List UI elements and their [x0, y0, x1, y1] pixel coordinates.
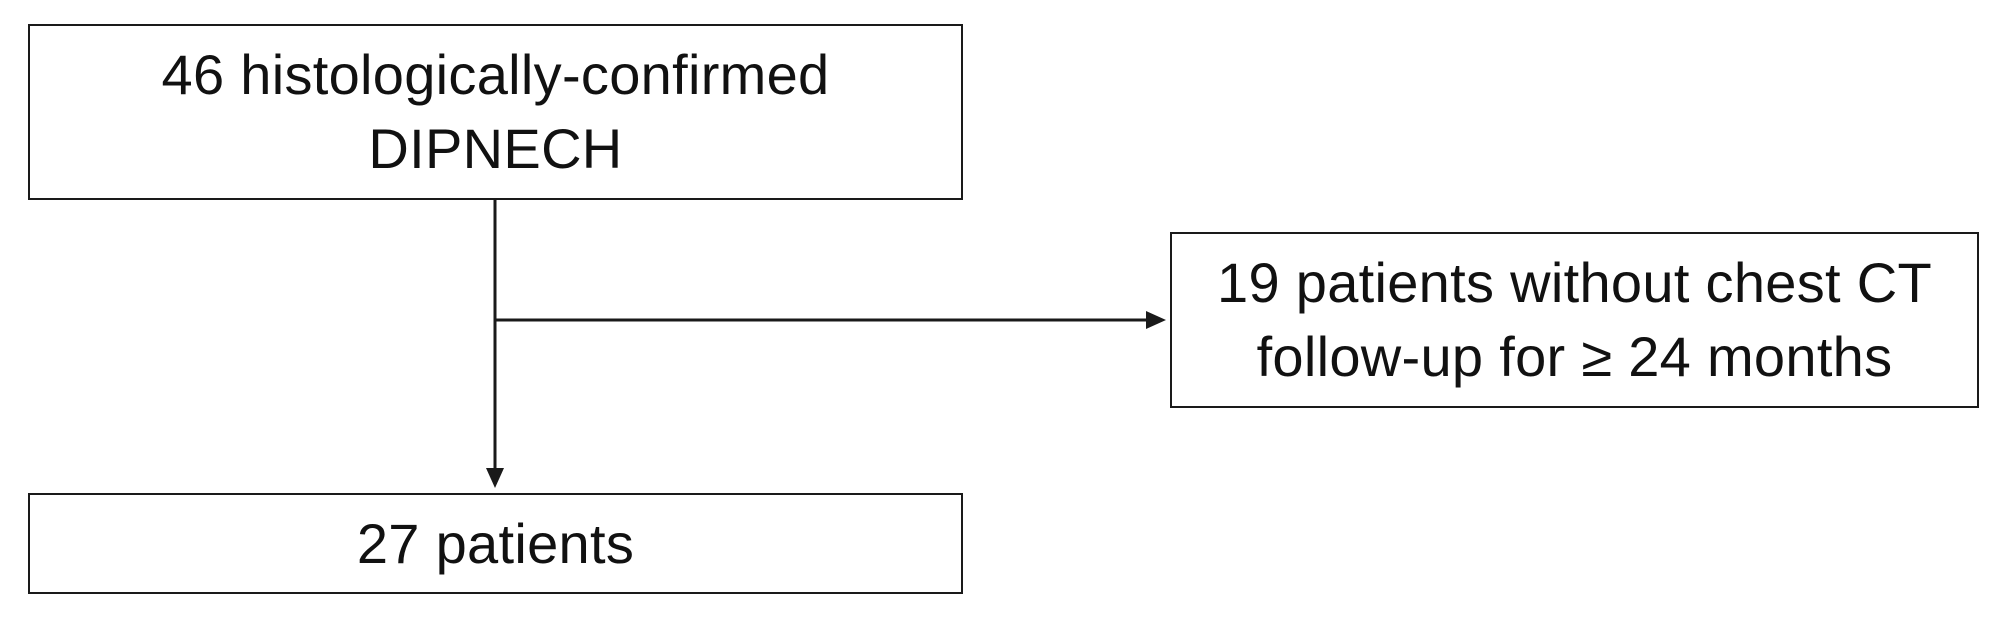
- exclusion-box-line-2: follow-up for ≥ 24 months: [1256, 325, 1893, 388]
- exclusion-box-line-1: 19 patients without chest CT: [1217, 251, 1932, 315]
- down-arrowhead-icon: [486, 468, 504, 488]
- cohort-box-line-2: DIPNECH: [368, 117, 623, 180]
- cohort-box-line-1: 46 histologically-confirmed: [161, 43, 830, 107]
- exclusion-box: 19 patients without chest CT follow-up f…: [1170, 232, 1979, 408]
- cohort-box: 46 histologically-confirmed DIPNECH: [28, 24, 963, 200]
- right-arrowhead-icon: [1146, 311, 1166, 329]
- final-cohort-box: 27 patients: [28, 493, 963, 594]
- final-cohort-box-line-1: 27 patients: [356, 511, 635, 575]
